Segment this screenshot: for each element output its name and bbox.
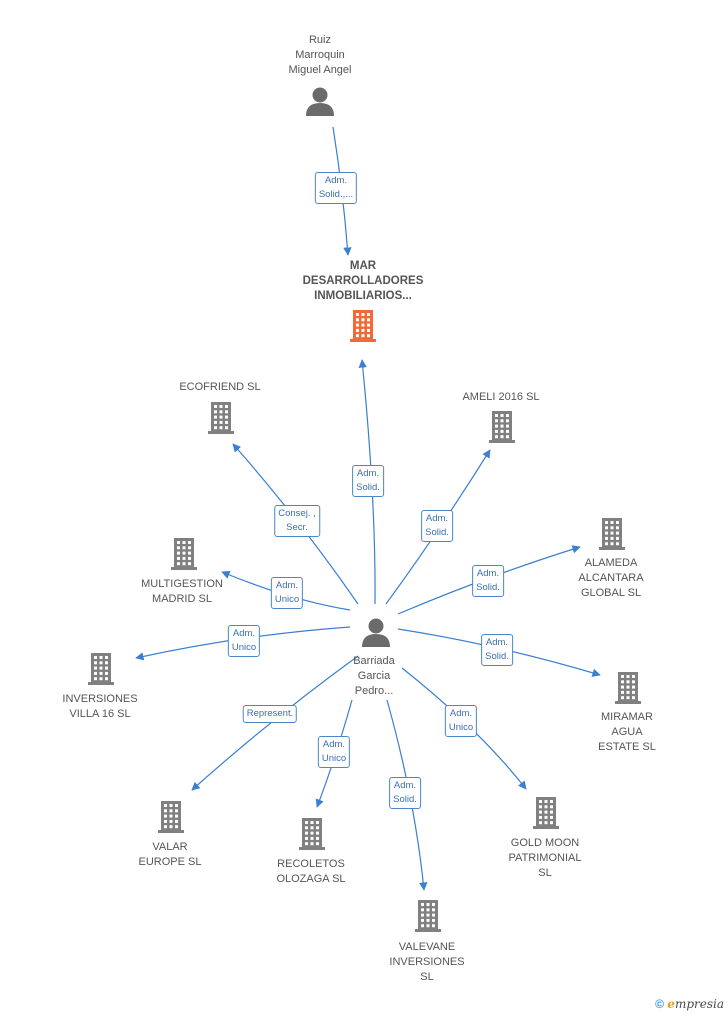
person-icon-ruiz[interactable]	[306, 87, 334, 117]
building-icon-ecofriend[interactable]	[208, 402, 234, 434]
building-icon-ameli[interactable]	[489, 411, 515, 443]
node-label-goldmoon[interactable]: GOLD MOON PATRIMONIAL SL	[508, 837, 582, 879]
brand-watermark: © empresia	[655, 997, 724, 1011]
edge-label-ameli[interactable]: Adm. Solid.	[421, 510, 453, 542]
edge-label-valar[interactable]: Represent.	[242, 705, 298, 723]
node-label-alameda[interactable]: ALAMEDA ALCANTARA GLOBAL SL	[578, 557, 644, 599]
edge-label-mar[interactable]: Adm. Solid.,...	[314, 172, 358, 204]
edge-label-recoletos[interactable]: Adm. Unico	[317, 736, 351, 768]
node-label-inversiones[interactable]: INVERSIONES VILLA 16 SL	[62, 693, 138, 720]
node-label-barriada[interactable]: Barriada Garcia Pedro...	[353, 655, 395, 697]
edge-label-valevane[interactable]: Adm. Solid.	[389, 777, 421, 809]
building-icon-valevane[interactable]	[415, 900, 441, 932]
node-label-mar[interactable]: MAR DESARROLLADORES INMOBILIARIOS...	[302, 260, 424, 302]
node-label-miramar[interactable]: MIRAMAR AGUA ESTATE SL	[598, 711, 656, 753]
building-icon-alameda[interactable]	[599, 518, 625, 550]
node-label-ruiz[interactable]: Ruiz Marroquin Miguel Angel	[288, 34, 352, 76]
building-icon-miramar[interactable]	[615, 672, 641, 704]
building-icon-goldmoon[interactable]	[533, 797, 559, 829]
edge-label-ecofriend[interactable]: Consej. , Secr.	[274, 505, 320, 537]
copyright-icon: ©	[655, 997, 664, 1011]
node-label-recoletos[interactable]: RECOLETOS OLOZAGA SL	[276, 858, 346, 885]
node-label-multigestion[interactable]: MULTIGESTION MADRID SL	[141, 578, 223, 605]
node-label-ameli[interactable]: AMELI 2016 SL	[462, 391, 540, 403]
building-icon-mar[interactable]	[350, 310, 376, 342]
building-icon-recoletos[interactable]	[299, 818, 325, 850]
edge-label-inversiones[interactable]: Adm. Unico	[227, 625, 261, 657]
edge-label-multigestion[interactable]: Adm. Unico	[270, 577, 304, 609]
node-label-ecofriend[interactable]: ECOFRIEND SL	[179, 381, 261, 393]
edge-label-miramar[interactable]: Adm. Solid.	[481, 634, 513, 666]
node-label-valar[interactable]: VALAR EUROPE SL	[138, 841, 202, 868]
edge-label-mar[interactable]: Adm. Solid.	[352, 465, 384, 497]
edge-label-goldmoon[interactable]: Adm. Unico	[444, 705, 478, 737]
building-icon-multigestion[interactable]	[171, 538, 197, 570]
building-icon-valar[interactable]	[158, 801, 184, 833]
building-icon-inversiones[interactable]	[88, 653, 114, 685]
edge-label-alameda[interactable]: Adm. Solid.	[472, 565, 504, 597]
node-label-valevane[interactable]: VALEVANE INVERSIONES SL	[389, 941, 465, 983]
person-icon-barriada[interactable]	[362, 618, 390, 648]
